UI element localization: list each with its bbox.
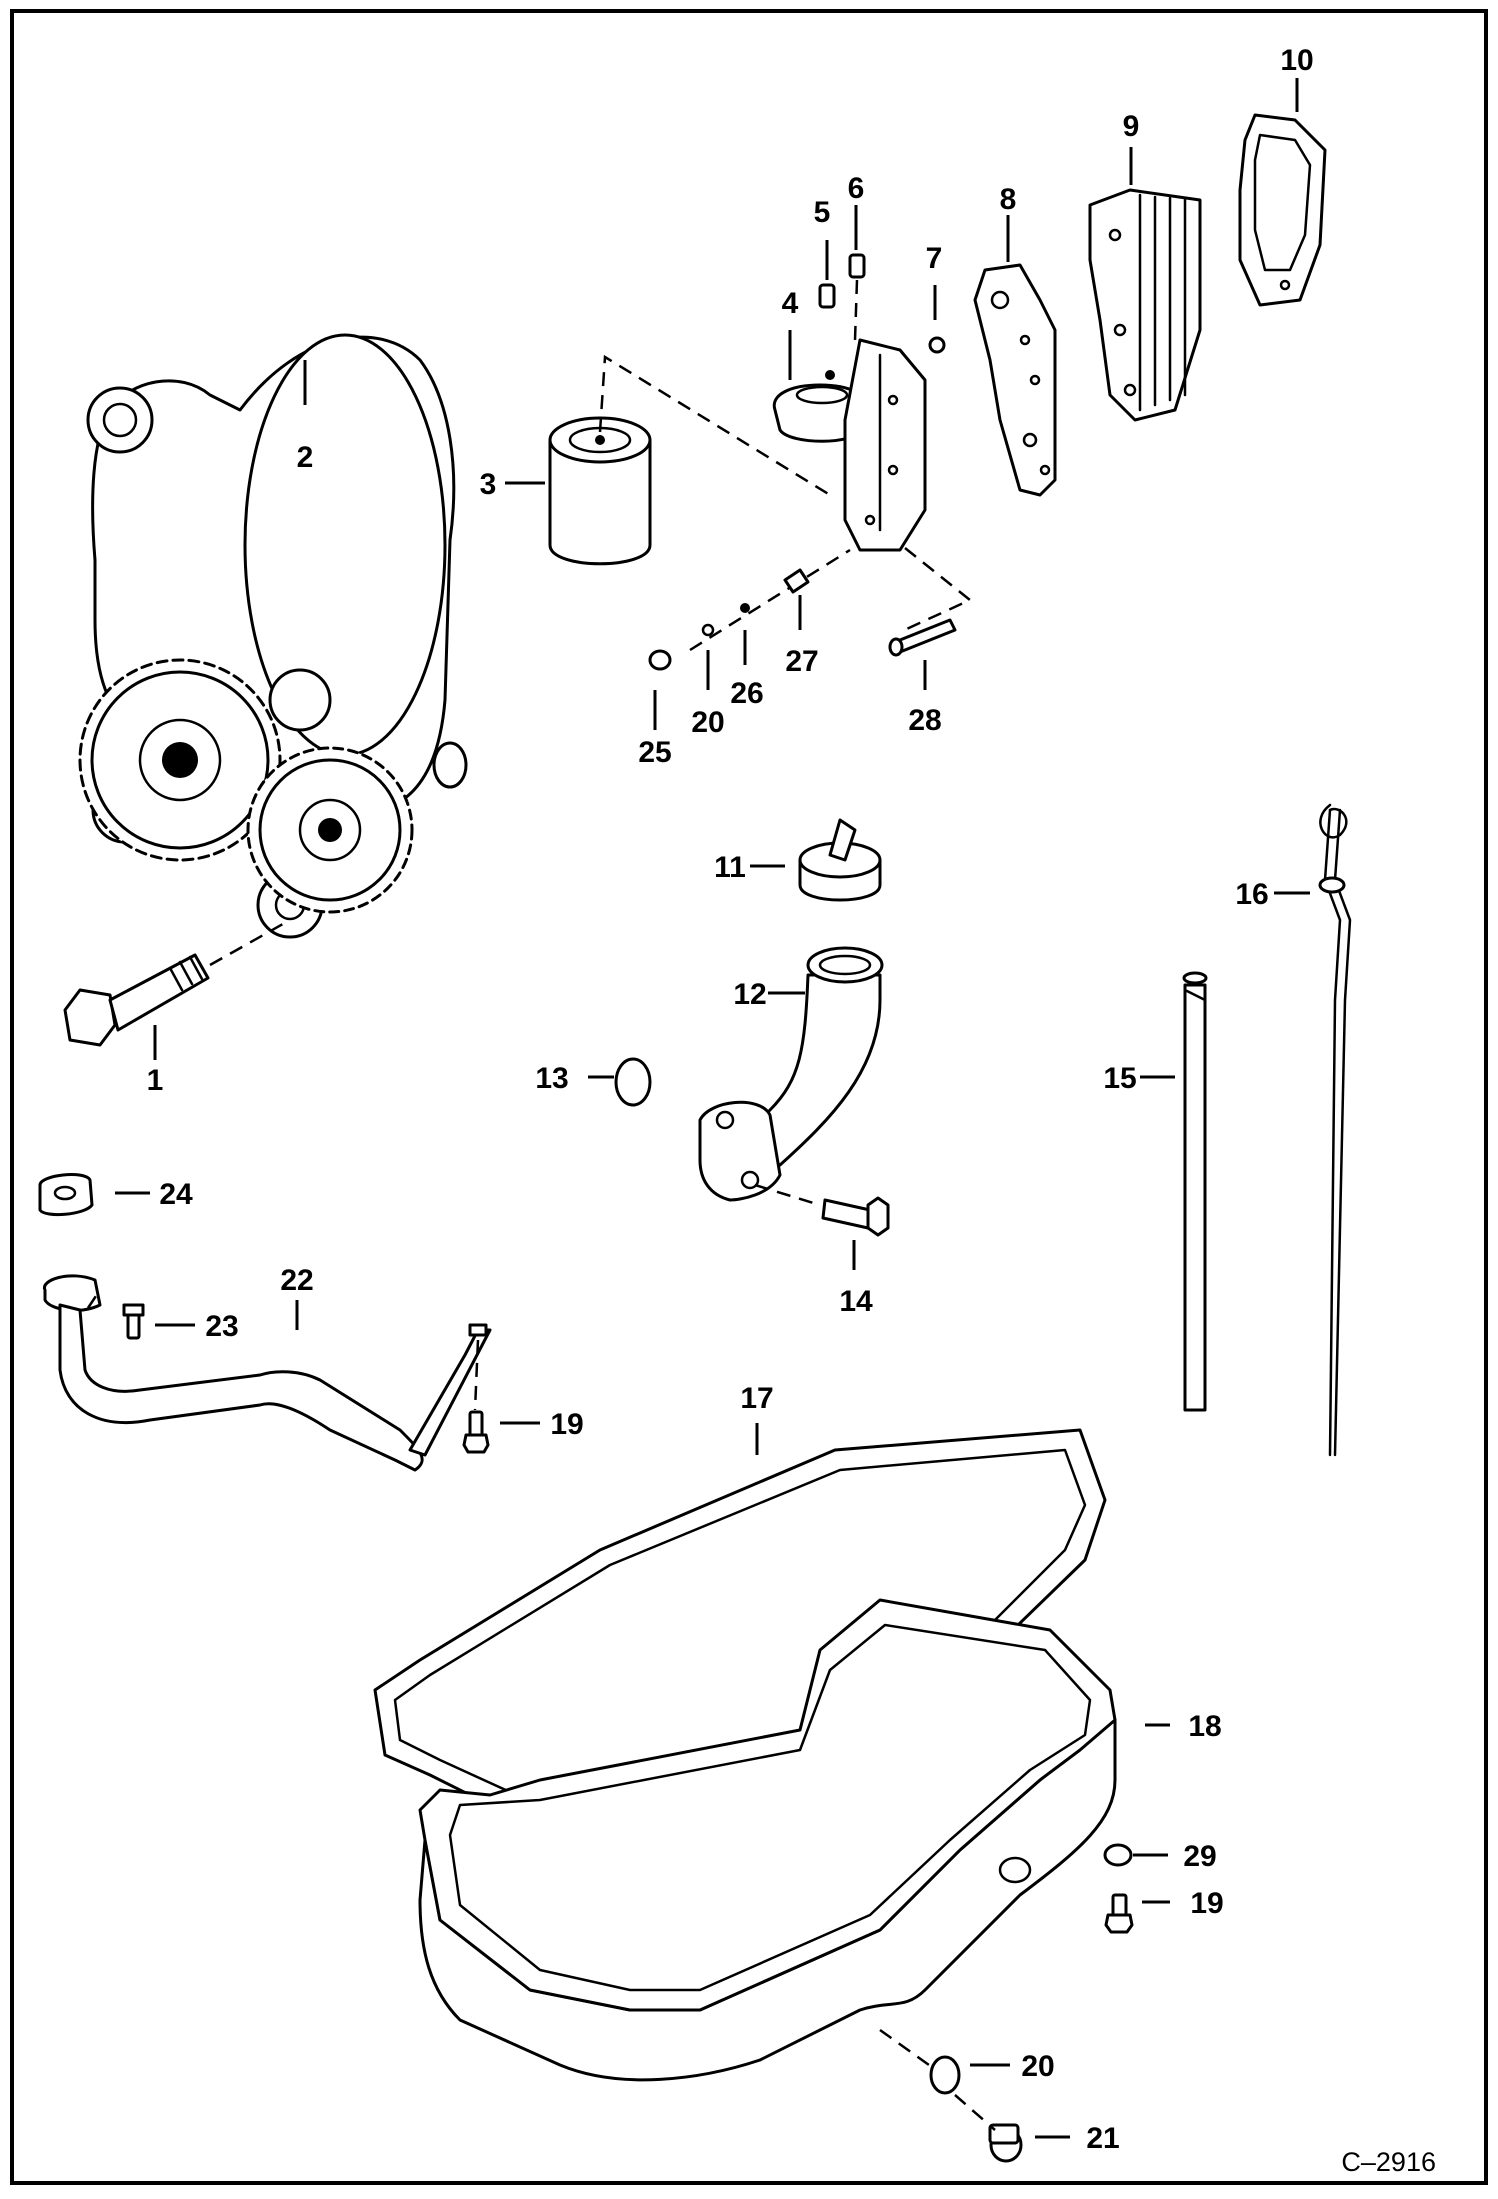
part-oil-pan <box>418 1598 1117 2082</box>
callout-14: 14 <box>839 1285 873 1318</box>
callout-25: 25 <box>638 736 671 769</box>
callout-16: 16 <box>1235 878 1268 911</box>
callout-26: 26 <box>730 677 763 710</box>
part-bolt <box>63 918 291 1047</box>
part-drain-plug <box>988 2123 1023 2163</box>
callout-12: 12 <box>733 978 766 1011</box>
callout-29: 29 <box>1183 1840 1216 1873</box>
callout-4: 4 <box>782 287 799 320</box>
callout-7: 7 <box>926 242 943 275</box>
part-washer-29 <box>1103 1843 1133 1867</box>
callout-21: 21 <box>1086 2122 1119 2155</box>
callout-22: 22 <box>280 1264 313 1297</box>
callout-2: 2 <box>297 441 314 474</box>
figure-code: C–2916 <box>1341 2147 1436 2177</box>
callout-19b: 19 <box>1190 1887 1223 1920</box>
part-screw-23 <box>122 1303 145 1340</box>
part-flange <box>38 1173 94 1217</box>
callout-20b: 20 <box>1021 2050 1054 2083</box>
callout-5: 5 <box>814 196 831 229</box>
page-border <box>10 9 1488 2185</box>
part-dipstick-tube <box>1182 971 1208 1412</box>
part-screw-19a <box>462 1410 490 1454</box>
part-oil-filter <box>548 416 652 566</box>
callout-23: 23 <box>205 1310 238 1343</box>
callout-17: 17 <box>740 1382 773 1415</box>
callout-20a-fitting: 20 <box>691 706 724 739</box>
part-gasket-8 <box>973 263 1057 497</box>
callout-8: 8 <box>1000 183 1017 216</box>
part-dipstick <box>1318 803 1352 1457</box>
callout-18: 18 <box>1188 1710 1221 1743</box>
part-fitting-group <box>648 568 957 671</box>
part-screw-19b <box>1104 1893 1134 1934</box>
callout-1: 1 <box>147 1064 164 1097</box>
part-cooler-housing <box>843 338 927 552</box>
part-washer-20 <box>929 2055 961 2095</box>
part-plug-5 <box>818 283 836 309</box>
part-oil-pump <box>78 333 468 939</box>
part-plug-6 <box>848 253 866 279</box>
part-bolt-14 <box>821 1196 890 1237</box>
callout-15: 15 <box>1103 1062 1136 1095</box>
callout-6: 6 <box>848 172 865 205</box>
callout-28: 28 <box>908 704 941 737</box>
callout-19a: 19 <box>550 1408 583 1441</box>
callout-10: 10 <box>1280 44 1313 77</box>
leader-lines <box>115 78 1310 2139</box>
callout-3: 3 <box>480 468 497 501</box>
callout-9: 9 <box>1123 110 1140 143</box>
part-suction-tube <box>43 1274 492 1472</box>
callout-24: 24 <box>159 1178 193 1211</box>
part-fill-tube <box>698 946 884 1202</box>
callout-13: 13 <box>535 1062 568 1095</box>
callout-11: 11 <box>714 851 746 884</box>
part-screw-7 <box>928 336 946 354</box>
part-o-ring <box>614 1057 652 1107</box>
part-gasket-10 <box>1238 113 1327 307</box>
part-fill-cap <box>798 818 882 902</box>
callout-27: 27 <box>785 645 818 678</box>
callout-labels: 1 2 3 4 5 6 7 8 9 10 11 12 13 14 15 16 1… <box>147 44 1314 2155</box>
part-oil-cooler <box>1088 188 1202 422</box>
